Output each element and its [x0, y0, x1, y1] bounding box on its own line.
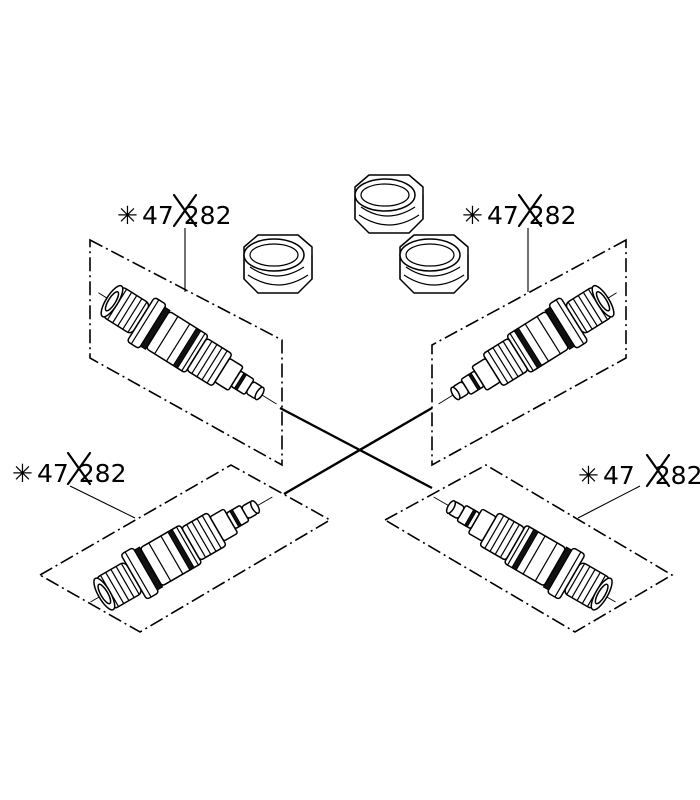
adapter-ring-icon: [243, 234, 313, 294]
callout-top-right: ✳47 282: [462, 193, 576, 230]
callout-number: 282: [529, 201, 577, 230]
callout-prefix: 47: [603, 461, 635, 490]
cartridge-icon: [423, 269, 632, 427]
group-box-top-left: [89, 238, 283, 467]
callout-prefix: 47: [142, 201, 174, 230]
callout-prefix: 47: [37, 459, 69, 488]
callout-number: 282: [79, 459, 127, 488]
adapter-ring-icon: [354, 174, 424, 234]
group-box-bottom-right: [383, 464, 674, 633]
callout-star: ✳: [12, 459, 33, 488]
callout-prefix: 47: [487, 201, 519, 230]
connector-line: [279, 406, 433, 490]
connector-line: [283, 406, 433, 496]
callout-star: ✳: [578, 461, 599, 490]
callout-star: ✳: [117, 201, 138, 230]
group-box-top-right: [431, 238, 627, 467]
group-box-bottom-left: [38, 464, 332, 633]
cartridge-icon: [76, 473, 287, 626]
cartridge-icon: [83, 269, 292, 427]
leader-line: [69, 485, 136, 519]
leader-line: [577, 485, 641, 519]
callout-bottom-left: ✳47 282: [12, 451, 126, 488]
cartridge-icon: [419, 473, 630, 626]
callout-top-left: ✳47 282: [117, 193, 231, 230]
adapter-ring-icon: [399, 234, 469, 294]
callout-star: ✳: [462, 201, 483, 230]
callout-number: 282: [184, 201, 232, 230]
